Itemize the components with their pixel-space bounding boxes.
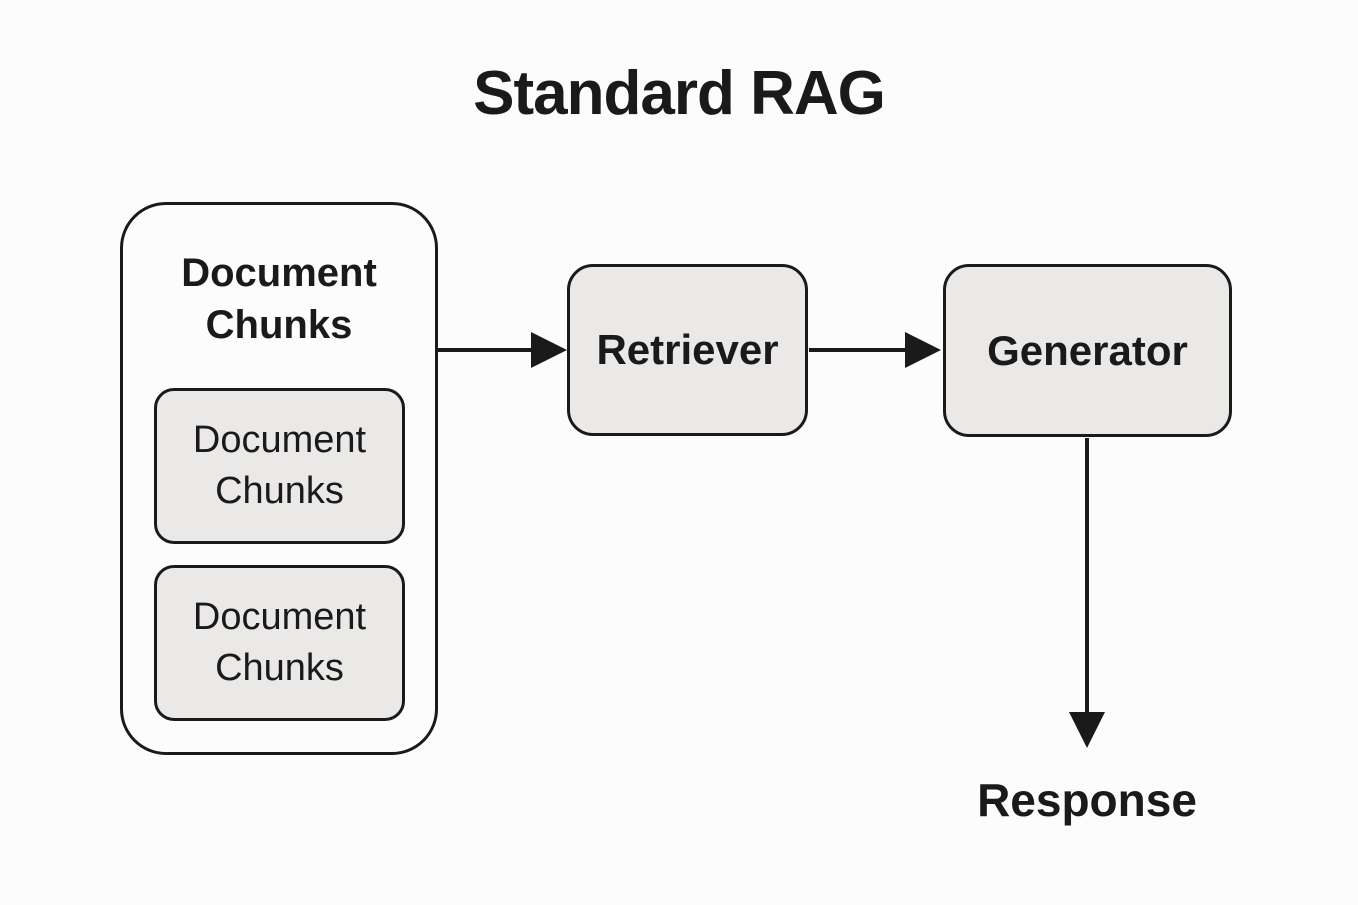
arrow-generator-to-response-icon <box>1069 438 1105 748</box>
arrow-chunks-to-retriever-icon <box>438 332 567 368</box>
node-retriever: Retriever <box>567 264 808 436</box>
node-generator: Generator <box>943 264 1232 437</box>
node-retriever-label: Retriever <box>596 326 779 373</box>
document-chunk-box: Document Chunks <box>154 565 405 721</box>
document-chunk-box: Document Chunks <box>154 388 405 544</box>
node-generator-label: Generator <box>987 326 1188 374</box>
document-chunks-group: Document Chunks Document Chunks Document… <box>120 202 438 755</box>
diagram-title: Standard RAG <box>473 59 886 128</box>
response-label: Response <box>977 774 1197 826</box>
document-chunk-label: Document Chunks <box>192 595 367 689</box>
document-chunks-group-label: Document Chunks <box>181 251 377 347</box>
arrow-retriever-to-generator-icon <box>809 332 941 368</box>
document-chunk-label: Document Chunks <box>192 418 367 512</box>
